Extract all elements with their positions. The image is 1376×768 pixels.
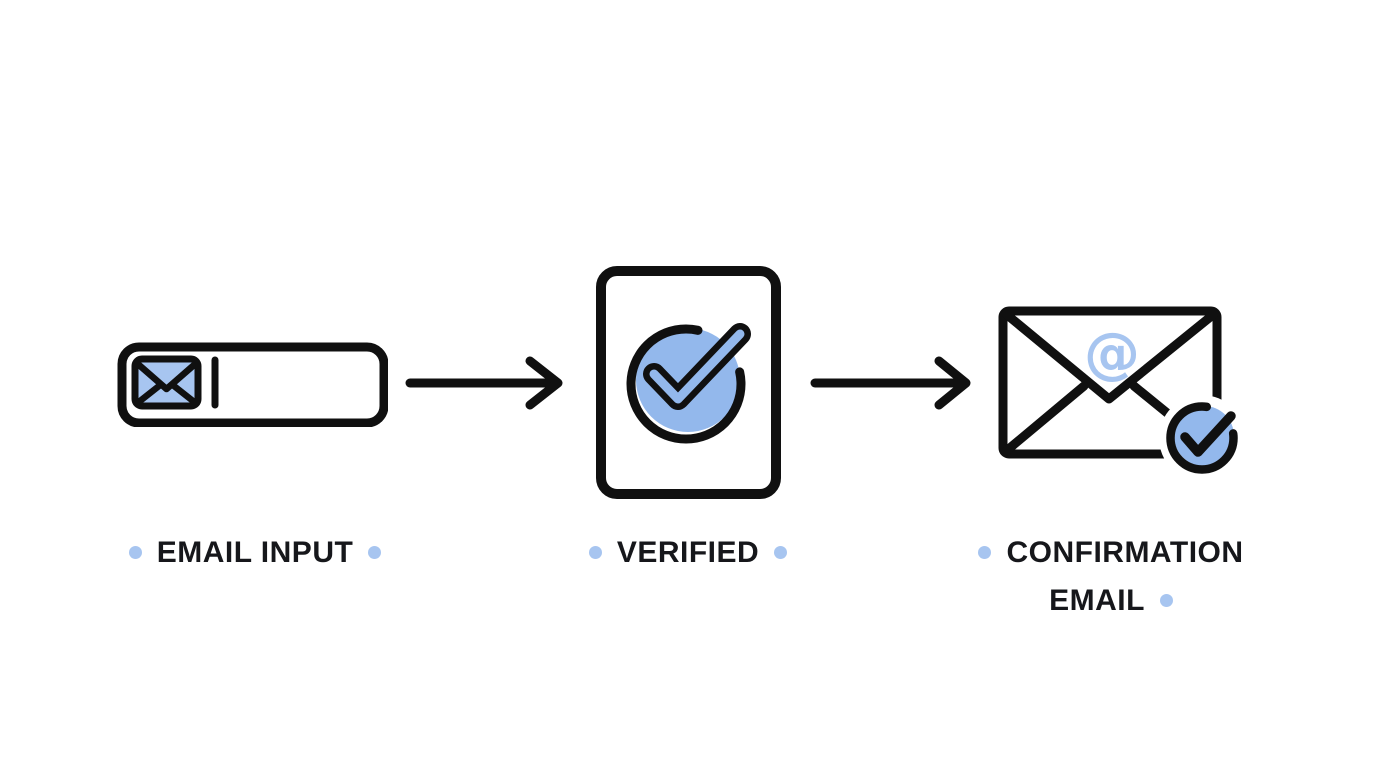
accent-dot xyxy=(588,545,602,559)
verified-document-icon xyxy=(596,266,781,499)
confirmation-email-icon: @ xyxy=(998,306,1242,481)
step-label-email-input: EMAIL INPUT xyxy=(95,529,415,577)
envelope-icon xyxy=(131,355,202,410)
step-label-verified: VERIFIED xyxy=(540,529,836,577)
accent-dot xyxy=(128,545,142,559)
accent-dot xyxy=(978,545,992,559)
step-label-text: VERIFIED xyxy=(616,536,760,569)
arrow-right-icon xyxy=(405,356,563,410)
check-badge-icon xyxy=(1159,395,1242,481)
accent-dot xyxy=(774,545,788,559)
step-label-text: EMAIL INPUT xyxy=(156,536,354,569)
step-label-confirmation-email: CONFIRMATION EMAIL xyxy=(950,529,1272,625)
check-circle-icon xyxy=(626,323,751,444)
envelope-icon: @ xyxy=(998,306,1222,459)
accent-dot xyxy=(1159,593,1173,607)
step-label-text: CONFIRMATION EMAIL xyxy=(1006,536,1244,617)
arrow-right-icon xyxy=(810,356,971,410)
email-input-field-icon xyxy=(117,342,388,427)
at-symbol-icon: @ xyxy=(1084,321,1140,386)
accent-dot xyxy=(368,545,382,559)
